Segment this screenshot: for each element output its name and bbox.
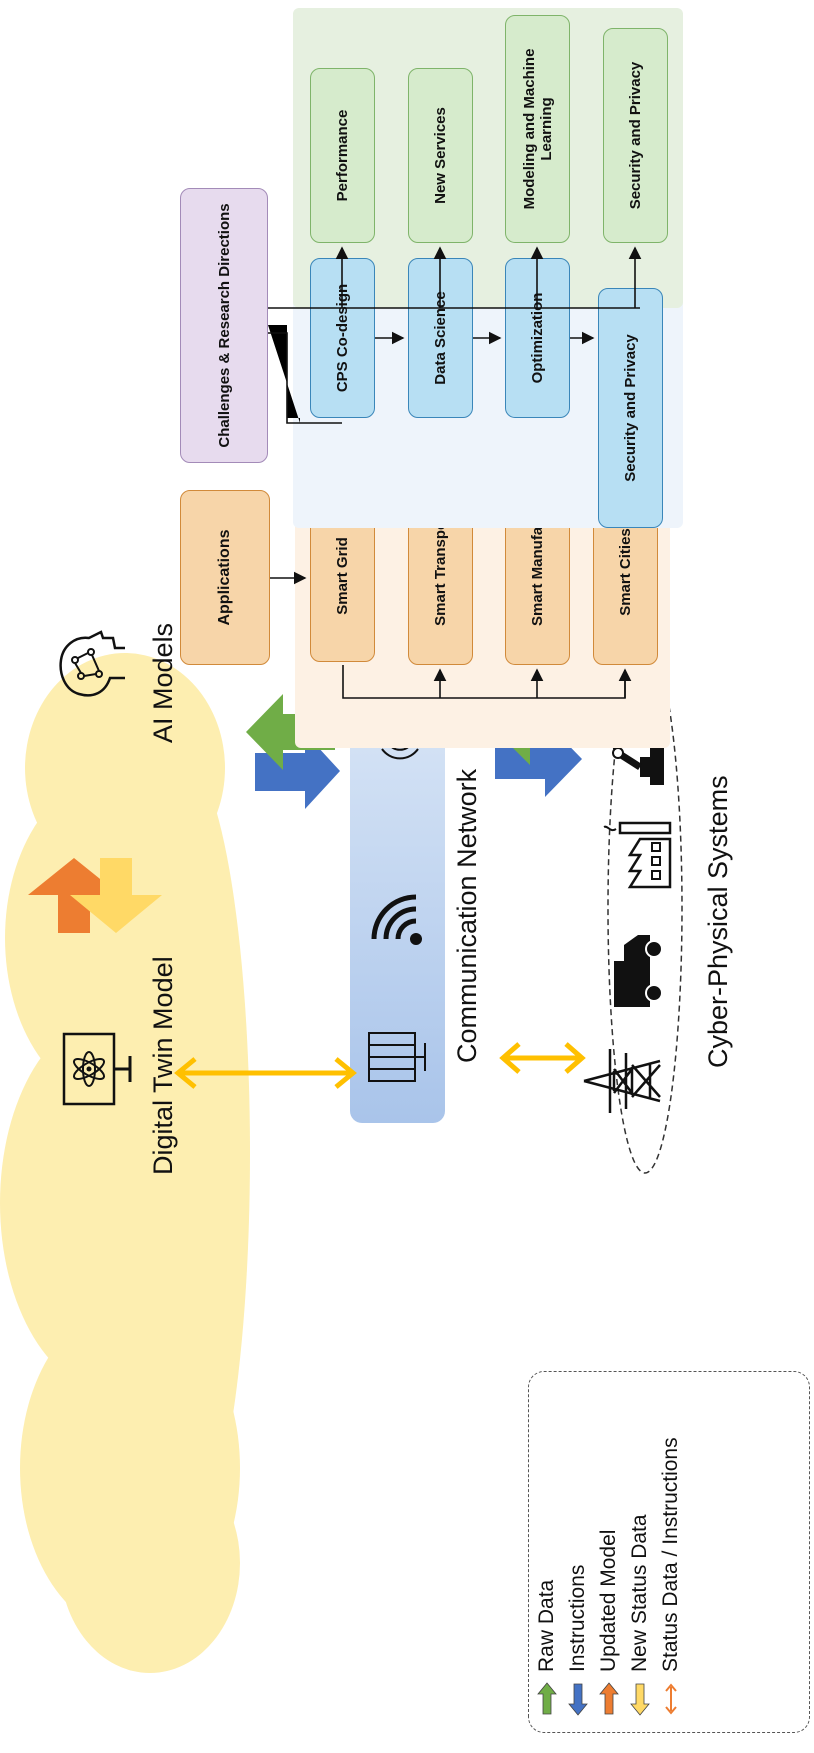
legend-item-instructions: Instructions [566,1565,590,1716]
raw-data-legend-arrow-icon [537,1682,557,1715]
power-tower-icon [583,1049,661,1113]
truck-icon [614,935,663,1007]
wifi-icon [371,894,422,945]
ai-head-icon [59,630,125,697]
legend-item-raw-data: Raw Data [535,1580,559,1716]
new-status-data-legend-arrow-icon [630,1683,650,1716]
legend-item-status-instructions: Status Data / Instructions [659,1437,683,1716]
updated-model-legend-arrow-icon [599,1682,619,1715]
legend: Raw Data Instructions Updated Model New … [528,1371,810,1733]
instructions-legend-arrow-icon [568,1683,588,1716]
status-instructions-legend-arrow-icon [665,1683,677,1715]
legend-item-new-status-data: New Status Data [628,1514,652,1716]
legend-item-updated-model: Updated Model [597,1530,621,1716]
digital-twin-monitor-icon [62,1032,132,1106]
factory-icon [603,821,672,889]
server-icon [368,1032,426,1082]
